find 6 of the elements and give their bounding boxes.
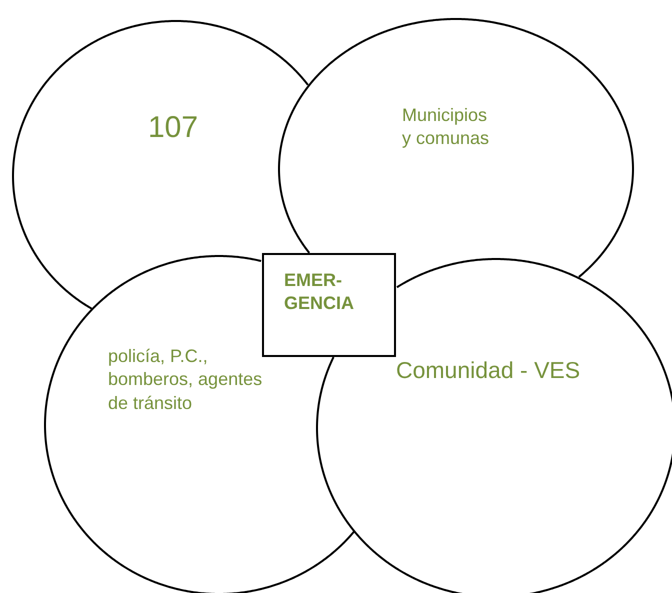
box-label: EMER- GENCIA — [284, 269, 356, 316]
circle-label: Municipios y comunas — [402, 104, 490, 150]
circle-label: Comunidad - VES — [396, 356, 582, 385]
circle-label: 107 — [148, 110, 200, 146]
rectangle-box — [262, 253, 396, 357]
circle-label: policía, P.C., bomberos, agentes de tránsito — [108, 345, 264, 415]
